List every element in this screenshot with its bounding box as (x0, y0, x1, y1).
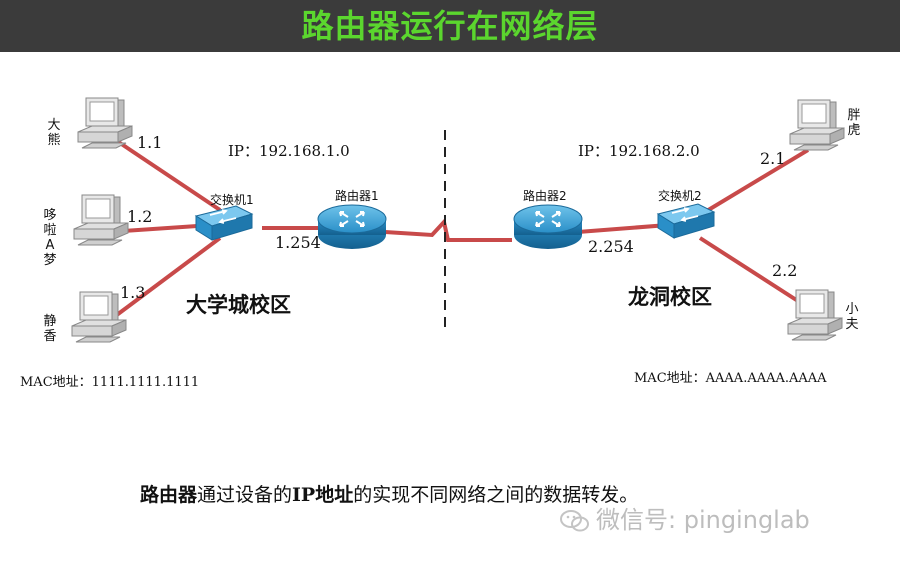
caption-bold-ip: IP地址 (292, 484, 354, 506)
host-ip-1-1: 1.1 (137, 133, 162, 152)
switch1-label: 交换机1 (210, 192, 254, 207)
pc-icon-panghu (789, 99, 845, 151)
pc-icon-jingxiang (71, 291, 127, 343)
left-network-ip: IP：192.168.1.0 (228, 142, 350, 160)
watermark: 微信号: pinginglab (560, 500, 810, 535)
router2-icon (513, 204, 583, 250)
host-ip-1-2: 1.2 (127, 207, 152, 226)
caption: 路由器通过设备的IP地址的实现不同网络之间的数据转发。 (140, 480, 638, 507)
watermark-text: 微信号: pinginglab (596, 506, 810, 534)
wechat-icon (560, 510, 589, 532)
router1-port-ip: 1.254 (275, 233, 321, 252)
caption-text-2: 的实现不同网络之间的数据转发。 (353, 484, 639, 506)
switch2-label: 交换机2 (658, 188, 702, 203)
switch2-icon (657, 203, 715, 239)
link-pc1-switch1 (106, 133, 222, 212)
router2-label: 路由器2 (523, 188, 567, 203)
link-pc3-switch1 (108, 236, 222, 322)
router2-port-ip: 2.254 (588, 237, 634, 256)
caption-bold-router: 路由器 (140, 484, 198, 506)
right-mac-address: MAC地址：AAAA.AAAA.AAAA (634, 371, 827, 386)
link-router1-router2 (384, 217, 512, 242)
link-switch2-pc4 (698, 148, 810, 217)
host-ip-2-2: 2.2 (772, 261, 797, 280)
caption-text-1: 通过设备的 (197, 484, 293, 506)
page-title: 路由器运行在网络层 (301, 7, 599, 45)
left-campus-name: 大学城校区 (186, 293, 291, 317)
host-name-jingxiang: 静香 (43, 314, 57, 344)
host-name-doraemon: 哆啦A梦 (43, 208, 57, 268)
host-name-panghu: 胖虎 (847, 108, 861, 138)
switch1-icon (195, 205, 253, 241)
right-network-ip: IP：192.168.2.0 (578, 142, 700, 160)
router1-icon (317, 204, 387, 250)
right-campus-name: 龙洞校区 (628, 285, 712, 309)
host-ip-2-1: 2.1 (760, 149, 785, 168)
left-mac-address: MAC地址：1111.1111.1111 (20, 375, 199, 390)
title-bar (0, 0, 900, 52)
host-name-xiaofu: 小夫 (845, 302, 859, 332)
link-router2-switch2 (577, 223, 669, 234)
pc-icon-xiaofu (787, 289, 843, 341)
pc-icon-doraemon (73, 194, 129, 246)
pc-icon-daxiong (77, 97, 133, 149)
host-ip-1-3: 1.3 (120, 283, 145, 302)
host-name-daxiong: 大熊 (47, 118, 61, 148)
router1-label: 路由器1 (335, 188, 379, 203)
